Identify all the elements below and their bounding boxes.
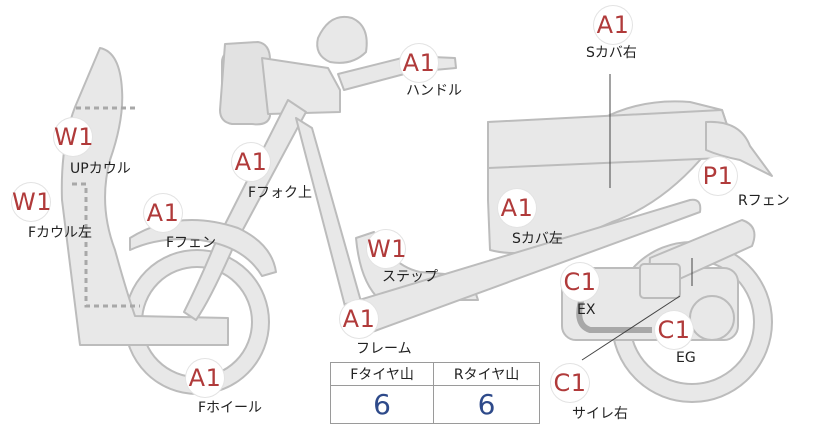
grade-badge-f-fender: A1 [144, 194, 182, 232]
label-s-cover-right: Sカバ右 [586, 45, 637, 61]
label-handle: ハンドル [406, 83, 462, 99]
grade-badge-r-fender: P1 [699, 157, 737, 195]
label-up-cowl: UPカウル [70, 161, 131, 177]
silencer-bracket [639, 263, 681, 299]
label-r-fender: Rフェン [738, 193, 790, 209]
headlight-cover [261, 57, 341, 115]
label-frame: フレーム [356, 341, 412, 357]
mirror [316, 16, 368, 64]
grade-badge-s-cover-right: A1 [594, 6, 632, 44]
tire-tread-table: Fタイヤ山 Rタイヤ山 6 6 [329, 361, 540, 424]
grade-badge-s-cover-left: A1 [498, 189, 536, 227]
grade-badge-f-wheel: A1 [186, 359, 224, 397]
label-f-wheel: Fホイール [198, 400, 263, 416]
grade-badge-silencer-right: C1 [551, 364, 589, 402]
label-f-fork-upper: Fフォク上 [248, 185, 313, 201]
leader-silencer [581, 295, 681, 361]
grade-badge-frame: A1 [340, 300, 378, 338]
label-engine: EG [676, 350, 696, 366]
front-tread-value: 6 [329, 385, 435, 424]
grade-badge-f-fork-upper: A1 [232, 143, 270, 181]
engine-hub [689, 295, 735, 341]
grade-badge-step: W1 [367, 230, 407, 268]
frame-down-tube [295, 117, 363, 311]
label-s-cover-left: Sカバ左 [512, 231, 563, 247]
label-f-cowl-left: Fカウル左 [28, 225, 93, 241]
main-frame [345, 198, 702, 333]
grade-badge-handle: A1 [400, 44, 438, 82]
rear-tread-value: 6 [433, 385, 540, 424]
grade-badge-engine: C1 [655, 311, 693, 349]
front-cowl-shape [60, 47, 229, 346]
label-f-fender: Fフェン [166, 235, 217, 251]
label-silencer-right: サイレ右 [572, 406, 628, 422]
grade-badge-exhaust: C1 [561, 263, 599, 301]
grade-badge-up-cowl: W1 [54, 118, 94, 156]
front-fender-shape [129, 219, 277, 277]
cowl-dash-lower [72, 182, 140, 308]
label-step: ステップ [382, 269, 438, 285]
front-fork [183, 99, 307, 321]
headlight [219, 41, 271, 126]
rear-fender-shape [705, 120, 773, 177]
label-exhaust: EX [577, 302, 596, 318]
seat [487, 109, 729, 169]
rear-tread-header: Rタイヤ山 [433, 361, 540, 387]
front-tread-header: Fタイヤ山 [329, 361, 435, 387]
grade-badge-f-cowl-left: W1 [12, 183, 52, 221]
